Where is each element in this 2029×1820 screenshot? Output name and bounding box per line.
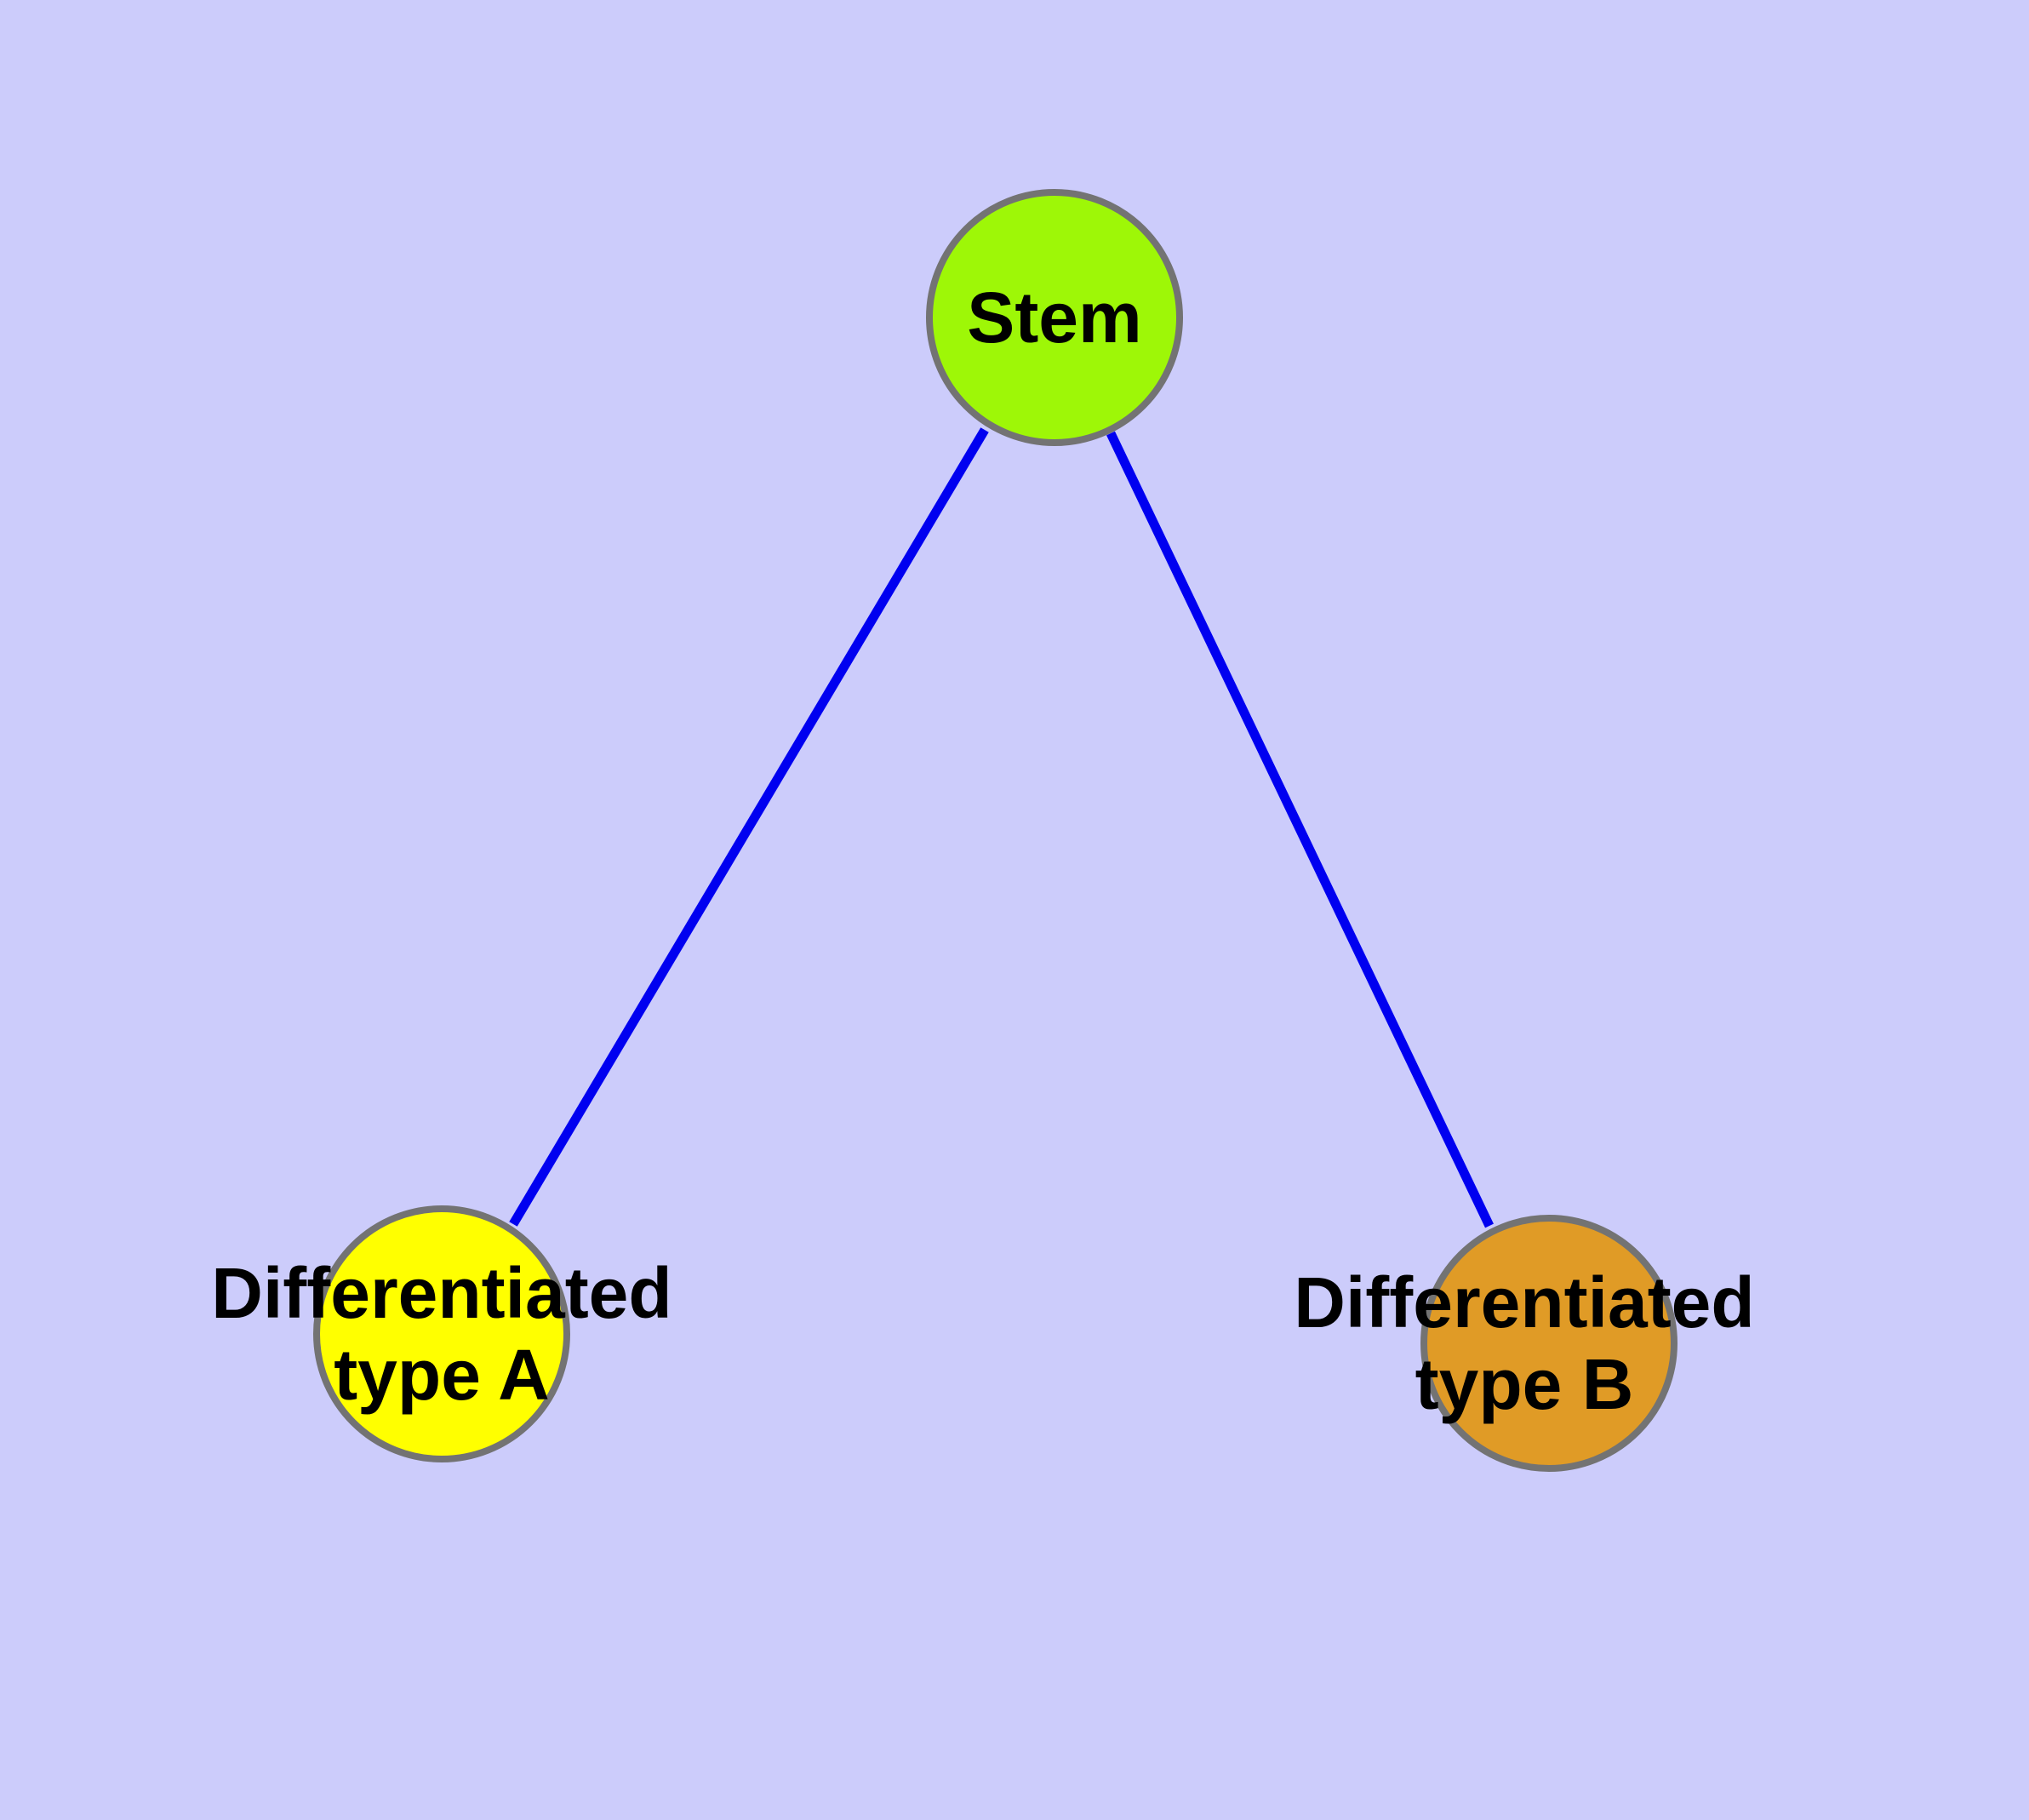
edge-stem-to-differentiated-type-b[interactable] bbox=[1106, 431, 1494, 1228]
edge-stem-to-differentiated-type-a[interactable] bbox=[509, 427, 989, 1227]
edge-layer bbox=[509, 427, 1494, 1228]
node-differentiated-type-a[interactable] bbox=[313, 1205, 570, 1462]
node-differentiated-type-b[interactable] bbox=[1420, 1215, 1677, 1472]
node-stem[interactable] bbox=[926, 189, 1183, 446]
node-layer bbox=[313, 189, 1677, 1472]
